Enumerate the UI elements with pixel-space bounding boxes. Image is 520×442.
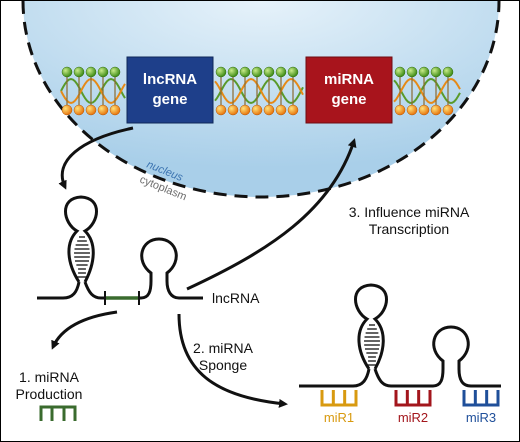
dna-base: [263, 104, 275, 116]
dna-base: [239, 66, 251, 78]
dna-base: [109, 66, 121, 78]
bound-mirnas: miR1 miR2 miR3: [320, 390, 500, 425]
sponge-hairpin-2: [432, 325, 470, 369]
sponge-hairpin-base-pairs: [364, 324, 380, 366]
bound-mirna-3: [462, 390, 500, 407]
step3-label-line1: 3. Influence miRNA: [349, 204, 470, 220]
dna-base: [418, 66, 430, 78]
mirna-label-1: miR1: [324, 410, 354, 425]
lncrna-molecule: [37, 195, 203, 305]
dna-helix: [60, 66, 461, 116]
dna-strand: [393, 78, 461, 104]
dna-base: [251, 66, 263, 78]
dna-base: [418, 104, 430, 116]
mirna-gene-label-line2: gene: [331, 91, 366, 108]
lncrna-gene-label-line1: lncRNA: [143, 71, 197, 88]
dna-base: [61, 66, 73, 78]
dna-strand: [60, 77, 126, 105]
sponge-lncrna-molecule: [299, 283, 501, 388]
bound-mirna-1: [320, 390, 358, 407]
dna-base: [406, 104, 418, 116]
dna-base: [394, 104, 406, 116]
dna-base: [73, 66, 85, 78]
dna-base: [430, 104, 442, 116]
dna-base: [109, 104, 121, 116]
dna-base: [239, 104, 251, 116]
mirna-gene-label-line1: miRNA: [324, 71, 374, 88]
dna-base: [97, 66, 109, 78]
dna-base: [73, 104, 85, 116]
dna-base: [394, 66, 406, 78]
mirna-production-arrow: [51, 310, 118, 350]
step3-label-line2: Transcription: [369, 221, 449, 237]
dna-base: [61, 104, 73, 116]
mirna-gene-box: miRNA gene: [305, 56, 393, 124]
influence-transcription-arrow: [186, 138, 357, 291]
lncrna-gene-label-line2: gene: [152, 91, 187, 108]
dna-base: [275, 104, 287, 116]
dna-strand: [393, 78, 461, 104]
hairpin-1-base-pairs: [74, 236, 90, 278]
dna-base: [85, 66, 97, 78]
dna-base: [85, 104, 97, 116]
mirna-sponge-arrow: [177, 313, 288, 408]
produced-mirna-glyph: [39, 405, 77, 421]
dna-base: [430, 66, 442, 78]
lncrna-hairpin-1: [64, 195, 98, 283]
dna-base: [227, 104, 239, 116]
dna-base: [215, 104, 227, 116]
lncrna-gene-box: lncRNA gene: [126, 56, 214, 124]
dna-strand: [214, 77, 304, 105]
dna-strand: [60, 77, 126, 105]
mirna-label-2: miR2: [398, 410, 428, 425]
dna-base: [442, 104, 454, 116]
dna-strand: [214, 77, 304, 105]
step1-label-line2: Production: [16, 386, 83, 402]
dna-base: [287, 66, 299, 78]
nucleus-area: [23, 1, 499, 197]
dna-base: [263, 66, 275, 78]
dna-base: [275, 66, 287, 78]
lncrna-molecule-label: lncRNA: [212, 290, 260, 306]
transcription-arrow: [58, 126, 134, 190]
sponge-hairpin-1: [354, 283, 388, 370]
dna-base: [287, 104, 299, 116]
mirna-label-3: miR3: [466, 410, 496, 425]
dna-base: [97, 104, 109, 116]
lncrna-hairpin-2: [140, 237, 178, 281]
step1-label-line1: 1. miRNA: [19, 369, 80, 385]
dna-base: [227, 66, 239, 78]
nuclear-envelope: [21, 1, 501, 199]
dna-base: [406, 66, 418, 78]
dna-base: [251, 104, 263, 116]
step2-label-line2: Sponge: [199, 357, 247, 373]
bound-mirna-2: [394, 390, 432, 407]
step2-label-line1: 2. miRNA: [193, 340, 254, 356]
dna-base: [215, 66, 227, 78]
dna-base: [442, 66, 454, 78]
